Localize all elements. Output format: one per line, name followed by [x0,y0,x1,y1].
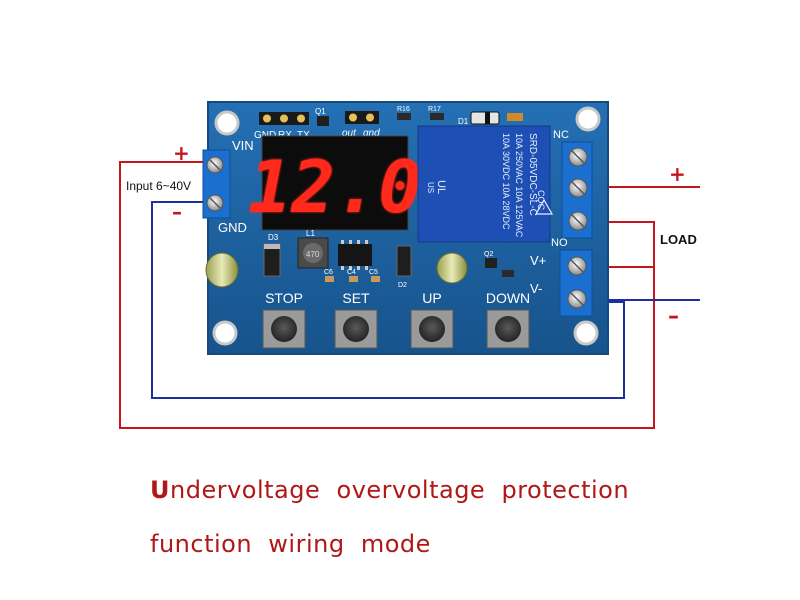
down-button-label: DOWN [486,290,530,306]
gnd-label: GND [218,220,247,235]
svg-text:D1: D1 [458,117,469,126]
header-label-out: out [342,128,357,139]
svg-text:C5: C5 [369,269,378,276]
input-minus-sign: – [172,200,182,224]
down-button[interactable]: DOWN [486,290,530,349]
set-button-label: SET [342,290,370,306]
input-terminal-block: VIN GND [202,138,254,235]
annotations: + Input 6~40V – + LOAD – [126,141,697,329]
display-value: 12.0 [248,145,421,229]
svg-text:C6: C6 [324,269,333,276]
relay-rating-2: 10A 30VDC 10A 28VDC [501,133,511,230]
caption-line-2-text: function wiring mode [150,530,431,558]
resistors-r16-r17: R16 R17 D1 [397,106,523,126]
up-button[interactable]: UP [410,290,454,349]
relay-us-mark: US [426,182,435,193]
load-minus-sign: – [668,304,679,329]
relay-warning-icon [534,198,554,215]
diode-d2 [396,245,412,277]
svg-text:R17: R17 [428,106,441,113]
relay: SRD-05VDC-SL-C 10A 250VAC 10A 125VAC 10A… [417,125,554,243]
svg-text:R16: R16 [397,106,410,113]
header-label-gnd2: gnd [363,128,380,139]
caption-line-1-first-letter: U [150,476,170,504]
caption-line-1-rest: ndervoltage overvoltage protection [170,476,630,504]
load-terminal-block: V+ V- [530,249,593,317]
load-plus-sign: + [669,162,686,186]
ic-chip [338,244,372,266]
button-row: STOP SET UP DOWN [262,290,530,349]
input-plus-sign: + [173,141,190,165]
output-header: out gnd [342,111,380,139]
caption-line-1: Undervoltage overvoltage protection [150,476,629,504]
relay-terminal-block: NC NO [551,129,593,249]
vplus-label: V+ [530,253,546,268]
capacitor-right [436,252,468,284]
set-button[interactable]: SET [334,290,378,349]
stop-button[interactable]: STOP [262,290,306,349]
load-label: LOAD [660,232,697,247]
no-label: NO [551,237,568,249]
stop-button-label: STOP [265,290,303,306]
svg-text:D3: D3 [268,233,279,242]
svg-text:Q2: Q2 [484,251,493,258]
svg-text:L1: L1 [306,229,315,238]
components: D3 470 L1 C6 C4 C5 D2 [205,229,514,289]
caption-line-2: function wiring mode [150,530,431,558]
svg-text:D2: D2 [398,282,407,289]
relay-rating-1: 10A 250VAC 10A 125VAC [514,133,524,238]
led-display: 12.0 [248,135,422,231]
capacitor-left [205,252,239,288]
relay-ul-mark: UL [435,180,447,194]
svg-text:Q1: Q1 [315,107,326,116]
svg-text:470: 470 [306,250,320,259]
svg-text:C4: C4 [347,269,356,276]
input-negative-wire [151,201,625,399]
pcb-board: GND RX TX Q1 out gnd R16 R17 D1 [202,101,609,355]
relay-model: SRD-05VDC-SL-C [527,133,538,216]
nc-label: NC [553,129,569,141]
up-button-label: UP [422,290,441,306]
mounting-holes [212,106,601,346]
vminus-label: V- [530,281,542,296]
transistor-q1: Q1 [315,107,329,126]
input-voltage-label: Input 6~40V [126,179,191,193]
relay-cqc-mark: CQC [536,190,546,211]
vin-label: VIN [232,138,254,153]
